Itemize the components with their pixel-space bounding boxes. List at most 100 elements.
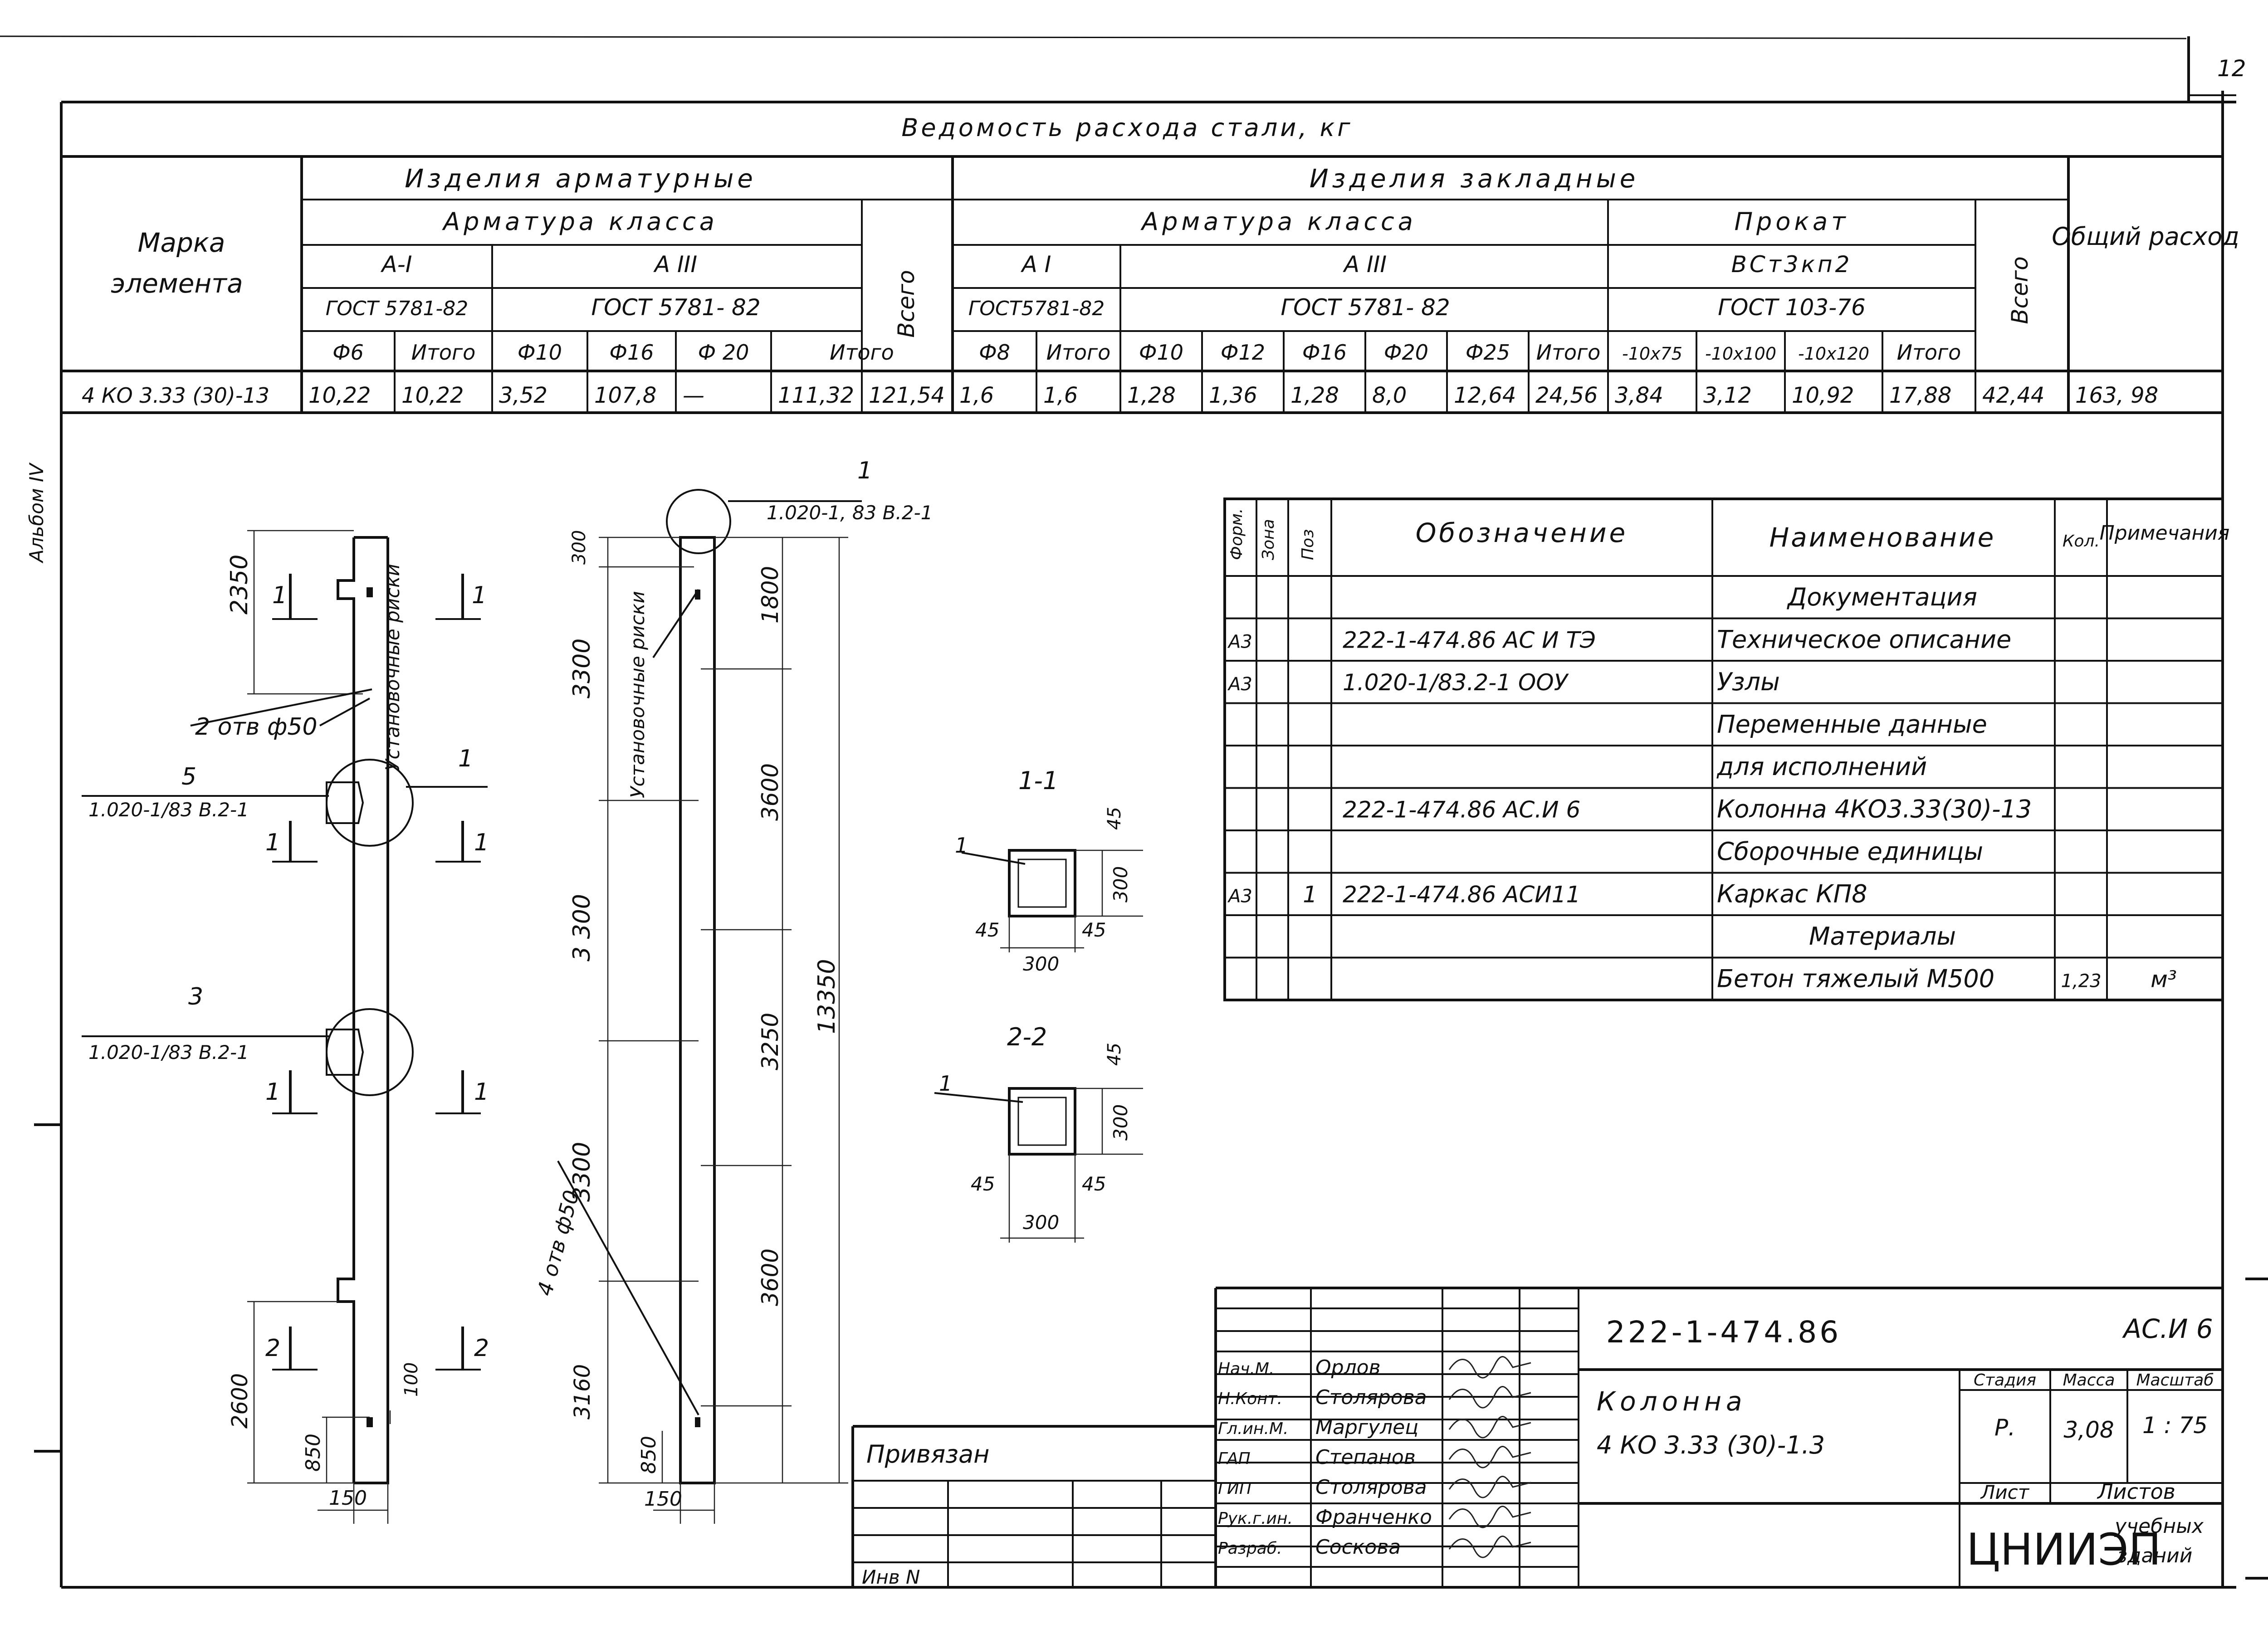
h-gost-d: ГОСТ 5781- 82 xyxy=(1281,294,1450,321)
row-cell: 10,22 xyxy=(401,383,464,408)
person-name: Маргулец xyxy=(1315,1416,1418,1439)
section-label-1-1: 1-1 xyxy=(1018,766,1058,795)
spec-cell-kol: 1,23 xyxy=(2061,971,2101,992)
col-header: Итого xyxy=(830,340,894,365)
spec-cell-oboznachenie: 222-1-474.86 АСИ11 xyxy=(1343,882,1580,908)
h-listov: Листов xyxy=(2097,1479,2175,1504)
spec-cell-naimenovanie: для исполнений xyxy=(1716,752,1927,781)
person-name: Столярова xyxy=(1315,1386,1427,1409)
spec-h-format: Форм. xyxy=(1227,508,1246,560)
doc-code: 222-1-474.86 xyxy=(1606,1315,1842,1350)
signature xyxy=(1448,1416,1531,1439)
dim-1800: 1800 xyxy=(757,566,783,624)
h-gost-b: ГОСТ 5781- 82 xyxy=(591,294,760,321)
cut-1f: 1 xyxy=(474,1078,489,1106)
title-block-people: Нач.М.ОрловН.Конт.СтоляроваГл.ин.М.Маргу… xyxy=(1218,1356,1531,1559)
cut-1c: 1 xyxy=(265,829,280,856)
person-role: Н.Конт. xyxy=(1218,1390,1282,1408)
spec-table xyxy=(1223,498,2224,1001)
spec-cell-naimenovanie: Каркас КП8 xyxy=(1717,880,1867,908)
dim-150b: 150 xyxy=(644,1488,682,1511)
column-elevation-1 xyxy=(82,530,488,1524)
h-masshtab: Масштаб xyxy=(2136,1371,2214,1390)
h-a1-2: А I xyxy=(1021,251,1051,278)
h-armatura-klassa-2: Арматура класса xyxy=(1140,207,1417,236)
label-riski-2: Установочные риски xyxy=(626,591,649,798)
album-label: Альбом IV xyxy=(25,462,48,564)
col-header: Итого xyxy=(411,340,476,365)
col-header: -10х100 xyxy=(1705,344,1776,364)
signature xyxy=(1448,1536,1531,1558)
row-cell: 4 КО 3.33 (30)-13 xyxy=(82,383,269,408)
h-gost-a: ГОСТ 5781-82 xyxy=(326,297,469,320)
object-name: Колонна xyxy=(1597,1386,1747,1417)
h-a1-1: А-I xyxy=(381,251,412,278)
row-cell: 1,28 xyxy=(1290,383,1339,408)
row-cell: 3,52 xyxy=(499,383,547,408)
row-cell: 1,6 xyxy=(959,383,994,408)
col-header: Ф20 xyxy=(1384,340,1428,365)
row-cell: 24,56 xyxy=(1535,383,1598,408)
spec-h-zona: Зона xyxy=(1259,519,1278,560)
label-ref-1: 1.020-1, 83 В.2-1 xyxy=(767,502,933,524)
dim-3300b: 3 300 xyxy=(568,894,596,961)
column-elevation-2 xyxy=(557,489,862,1524)
row-cell: 8,0 xyxy=(1372,383,1407,408)
h-vsego-1: Всего xyxy=(893,270,919,337)
spec-h-kol: Кол. xyxy=(2063,532,2100,551)
h-gost-c: ГОСТ5781-82 xyxy=(968,297,1105,320)
person-name: Орлов xyxy=(1315,1356,1381,1379)
spec-cell-primech: м³ xyxy=(2151,966,2177,993)
row-cell: 111,32 xyxy=(778,383,854,408)
dim-13350: 13350 xyxy=(813,959,841,1034)
spec-h-primech: Примечания xyxy=(2100,522,2230,545)
h-armaturnye: Изделия арматурные xyxy=(405,164,757,194)
dim-2600: 2600 xyxy=(227,1373,253,1429)
s1-300-side: 300 xyxy=(1110,866,1132,902)
row-cell: 3,84 xyxy=(1615,383,1663,408)
dim-3600b: 3600 xyxy=(757,1249,783,1306)
dim-3300a: 3300 xyxy=(568,639,596,698)
spec-cell-naimenovanie: Материалы xyxy=(1809,922,1956,951)
object-mark: 4 КО 3.33 (30)-1.3 xyxy=(1597,1431,1825,1459)
cut-1a: 1 xyxy=(272,582,287,609)
spec-table-row-lines xyxy=(1225,617,2223,959)
cut-1b: 1 xyxy=(472,582,487,609)
sheet-code: АС.И 6 xyxy=(2121,1313,2213,1344)
spec-cell-format: А3 xyxy=(1227,674,1252,695)
masshtab-value: 1 : 75 xyxy=(2142,1412,2208,1439)
s2-45-left: 45 xyxy=(971,1173,995,1195)
dim-100: 100 xyxy=(401,1362,422,1397)
dim-150a: 150 xyxy=(329,1487,367,1510)
callout-5: 5 xyxy=(181,763,196,790)
signature xyxy=(1448,1446,1531,1468)
row-cell: 1,28 xyxy=(1127,383,1176,408)
steel-table-title: Ведомость расхода стали, кг xyxy=(901,113,1353,142)
dim-3600a: 3600 xyxy=(757,763,783,821)
spec-cell-format: А3 xyxy=(1227,632,1252,653)
spec-h-oboznachenie: Обозначение xyxy=(1416,517,1628,548)
org-logo: ЦНИИЭП xyxy=(1966,1524,2161,1575)
person-role: ГИП xyxy=(1218,1479,1251,1498)
org-sub-2: зданий xyxy=(2117,1544,2193,1567)
spec-cell-naimenovanie: Бетон тяжелый М500 xyxy=(1717,965,1994,993)
spec-cell-oboznachenie: 222-1-474.86 АС И ТЭ xyxy=(1343,627,1596,654)
person-name: Франченко xyxy=(1315,1506,1432,1529)
row-cell: 1,6 xyxy=(1043,383,1078,408)
person-role: Рук.г.ин. xyxy=(1218,1509,1293,1528)
callout-3: 3 xyxy=(188,983,203,1010)
s2-45-top: 45 xyxy=(1104,1043,1125,1066)
person-role: Разраб. xyxy=(1218,1539,1282,1558)
h-obshchiy: Общий расход xyxy=(2052,222,2239,251)
h-gost-103: ГОСТ 103-76 xyxy=(1718,294,1866,321)
dim-850a: 850 xyxy=(302,1434,325,1472)
h-armatura-klassa-1: Арматура класса xyxy=(442,207,718,236)
col-header: Ф6 xyxy=(332,340,364,365)
row-cell: 42,44 xyxy=(1982,383,2044,408)
s2-300-side: 300 xyxy=(1110,1104,1132,1141)
spec-cell-naimenovanie: Сборочные единицы xyxy=(1717,837,1983,866)
col-header: Ф16 xyxy=(1302,340,1347,365)
label-2-otv: 2 отв ф50 xyxy=(195,713,318,741)
